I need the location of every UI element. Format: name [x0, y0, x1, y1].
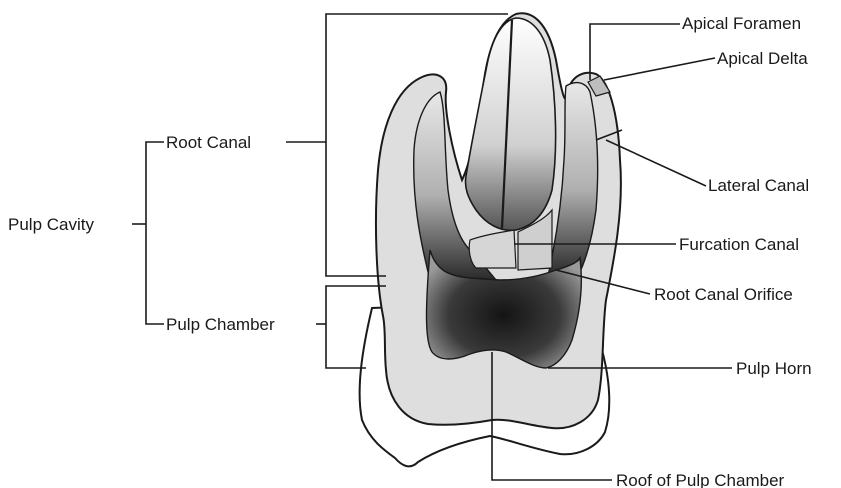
label-pulp-horn: Pulp Horn	[736, 359, 812, 378]
bracket-pulp-cavity	[146, 142, 164, 324]
label-apical-foramen: Apical Foramen	[682, 14, 801, 33]
label-apical-delta: Apical Delta	[717, 49, 808, 68]
label-pulp-cavity: Pulp Cavity	[8, 215, 94, 234]
label-root-canal: Root Canal	[166, 133, 251, 152]
label-pulp-chamber: Pulp Chamber	[166, 315, 275, 334]
leader-apical-delta	[604, 58, 715, 80]
label-lateral-canal: Lateral Canal	[708, 176, 809, 195]
leader-apical-foramen	[590, 24, 680, 80]
tooth	[360, 13, 622, 466]
label-roof-of-pulp-chamber: Roof of Pulp Chamber	[616, 471, 785, 488]
label-root-canal-orifice: Root Canal Orifice	[654, 285, 793, 304]
label-furcation-canal: Furcation Canal	[679, 235, 799, 254]
